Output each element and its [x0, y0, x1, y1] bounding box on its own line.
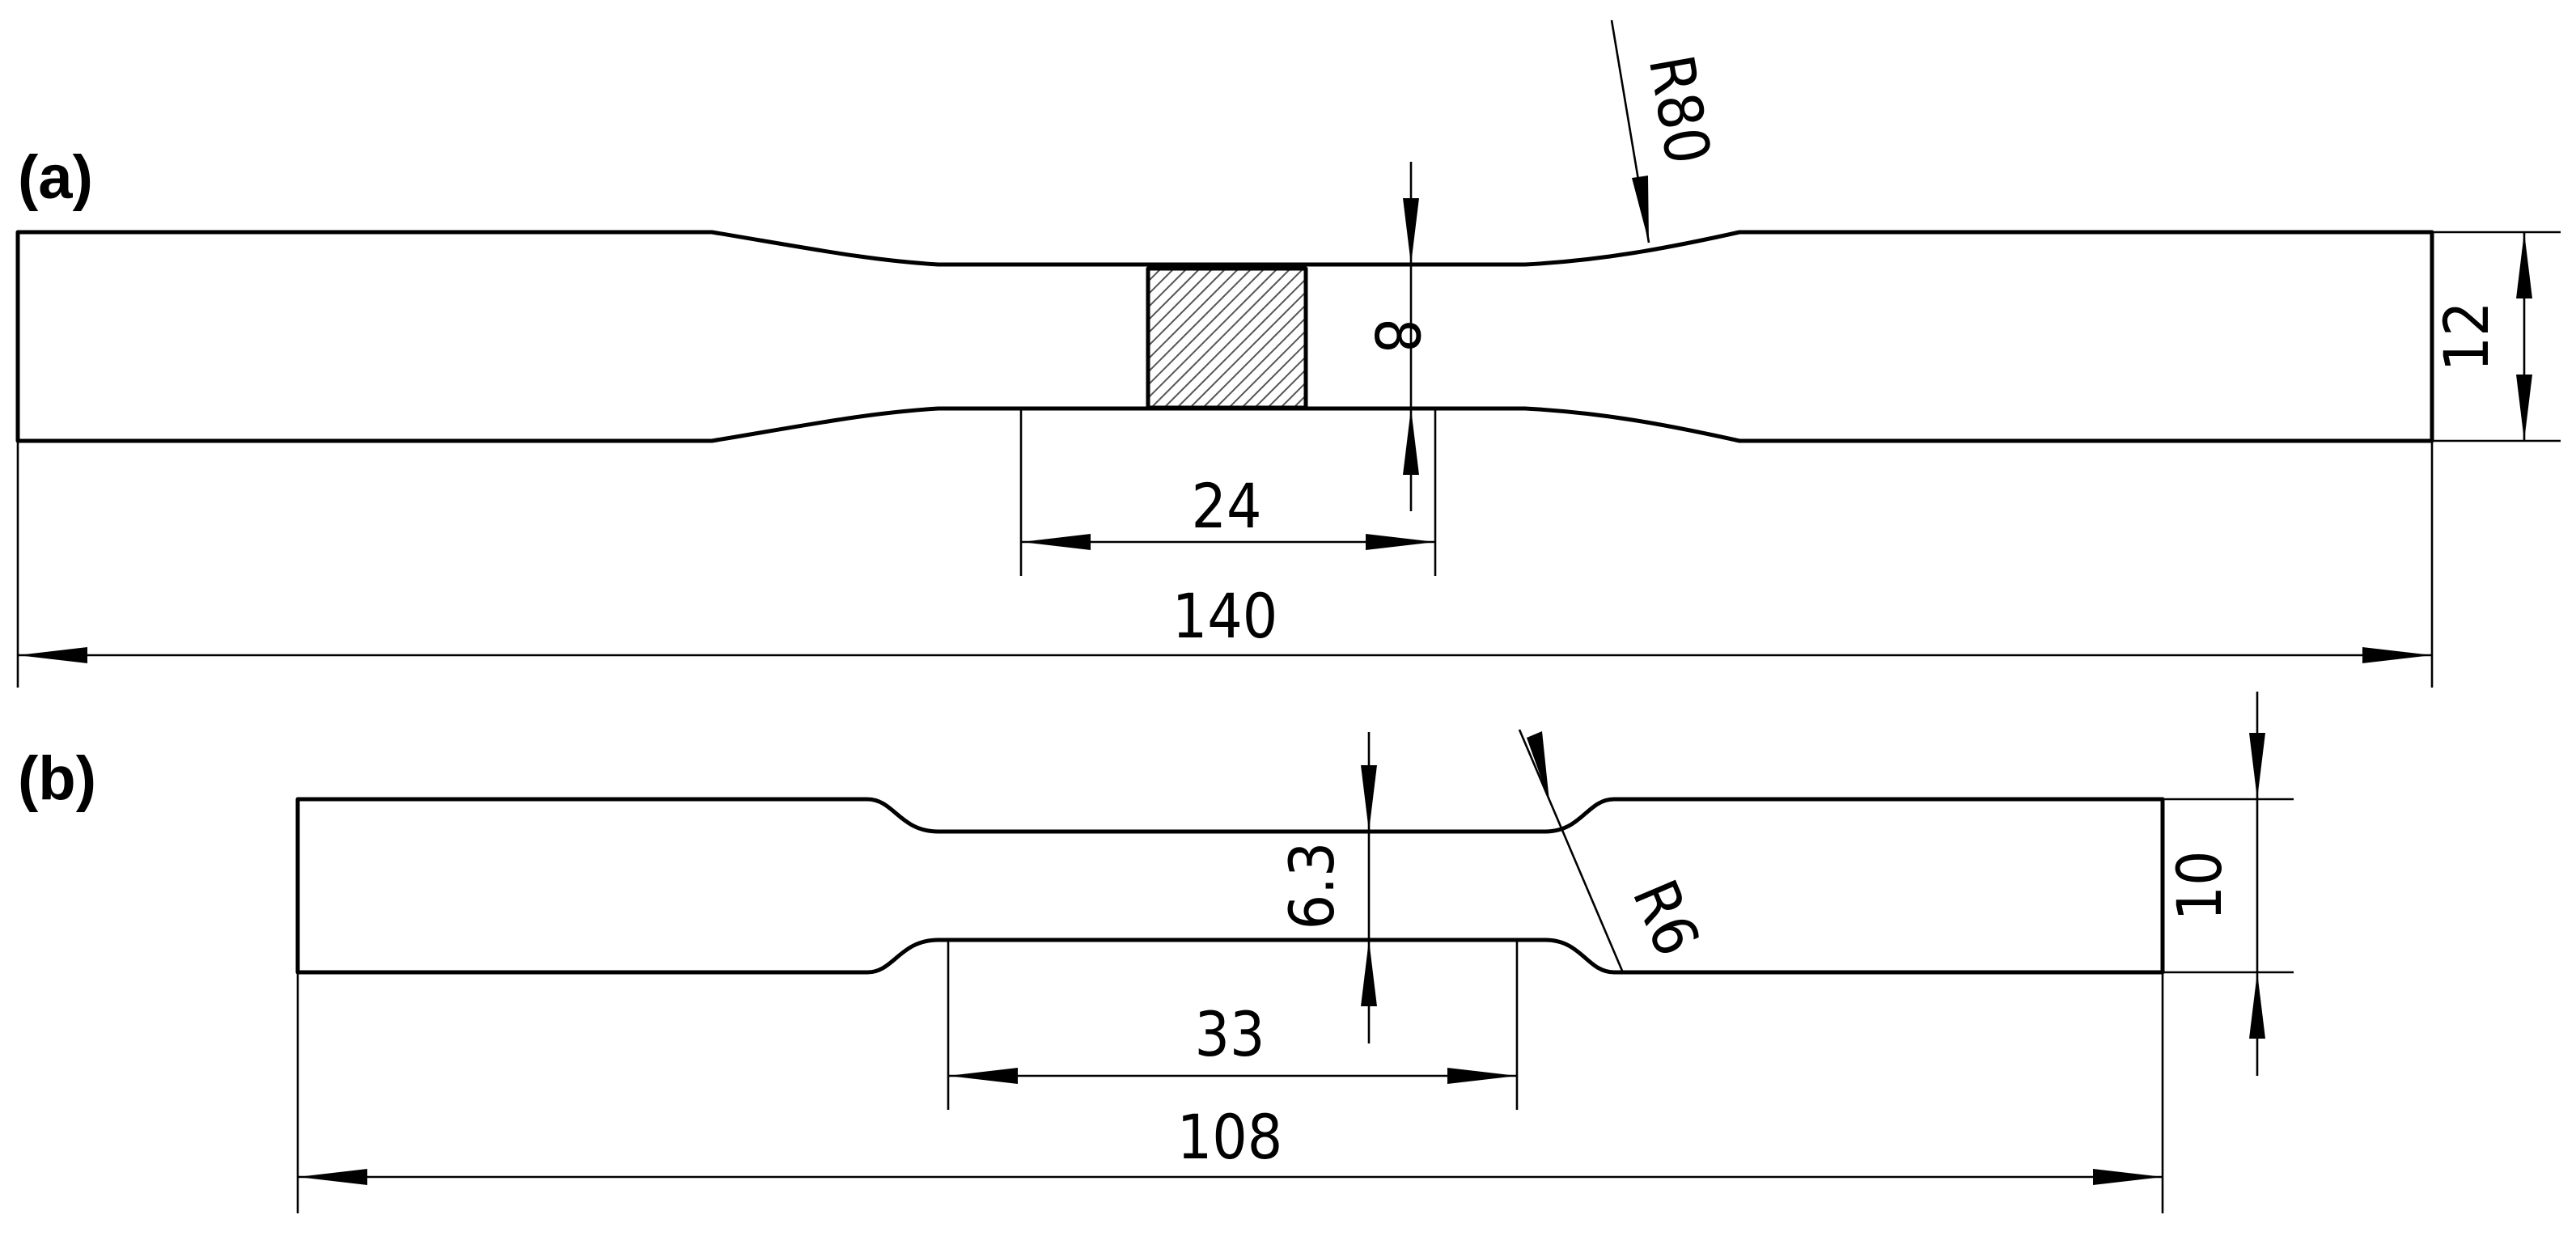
arrow-head — [1403, 408, 1419, 475]
hatch-line — [1148, 269, 1278, 400]
hatch-line — [1228, 329, 1306, 408]
hatch-line — [1148, 269, 1239, 361]
hatch-line — [1163, 269, 1304, 408]
hatch-line — [1215, 316, 1306, 408]
hatch-line — [1150, 269, 1291, 408]
hatch-line — [1254, 355, 1306, 408]
radius-label-r80: R80 — [1635, 49, 1725, 169]
hatch-line — [1148, 269, 1227, 348]
arrow-head — [2093, 1169, 2163, 1185]
radius-leader-r6 — [1518, 729, 1624, 971]
hatch-line — [1148, 269, 1162, 283]
specimen-b-outline — [295, 797, 2165, 975]
arrow-head — [298, 1169, 367, 1185]
arrow-head — [2249, 972, 2265, 1039]
arrow-head — [1527, 731, 1549, 801]
hatch-line — [1267, 368, 1306, 408]
arrow-head — [2362, 647, 2432, 663]
hatch-line — [1148, 269, 1188, 309]
hatch-line — [1148, 269, 1214, 335]
hatch-line — [1176, 277, 1306, 408]
dimension-label-10: 10 — [2163, 851, 2235, 921]
dimension-label-24: 24 — [1192, 470, 1262, 542]
arrow-head — [1632, 176, 1649, 243]
arrow-head — [1447, 1068, 1517, 1084]
arrow-head — [1361, 940, 1377, 1006]
dimension-label-6-3: 6.3 — [1276, 842, 1348, 930]
arrow-head — [948, 1068, 1018, 1084]
dimension-label-8: 8 — [1361, 318, 1433, 353]
arrow-head — [18, 647, 87, 663]
hatch-line — [1202, 303, 1306, 408]
dimension-label-108: 108 — [1177, 1101, 1282, 1173]
arrow-head — [1361, 765, 1377, 832]
arrow-head — [1021, 534, 1091, 550]
hatch-line — [1241, 342, 1306, 408]
arrow-head — [2249, 733, 2265, 799]
dimension-label-140: 140 — [1172, 580, 1277, 652]
arrow-head — [1403, 198, 1419, 265]
panel-b-label: (b) — [18, 744, 96, 813]
radius-label-r6: R6 — [1619, 870, 1714, 966]
hatched-region — [1146, 266, 1575, 410]
panel-a-label: (a) — [18, 143, 93, 212]
dimension-label-12: 12 — [2430, 302, 2502, 372]
hatch-line — [1436, 269, 1575, 408]
panel-a: (a) 140 24 8 12 — [15, 19, 2561, 688]
hatch-line — [1148, 269, 1175, 296]
hatch-line — [1148, 269, 1201, 322]
arrow-head — [2516, 232, 2532, 298]
panel-b: (b) 108 33 6.3 10 R6 — [18, 692, 2294, 1213]
hatch-line — [1148, 269, 1149, 270]
hatch-line — [1189, 290, 1306, 408]
arrow-head — [1366, 534, 1435, 550]
dimension-label-33: 33 — [1195, 998, 1265, 1070]
hatch-line — [1148, 269, 1252, 374]
arrow-head — [2516, 375, 2532, 441]
hatch-line — [1423, 269, 1562, 408]
